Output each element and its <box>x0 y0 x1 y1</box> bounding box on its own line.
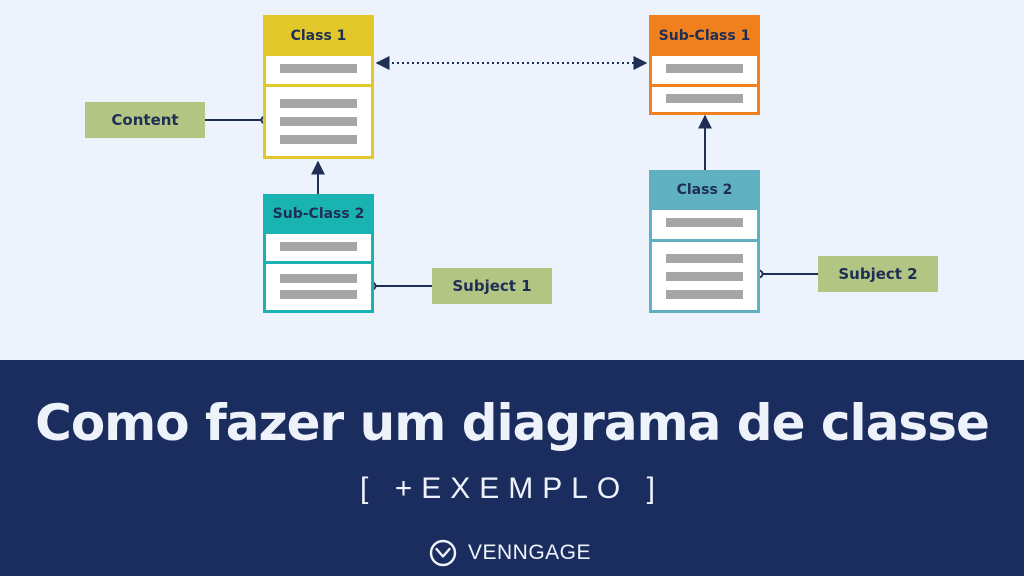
subject2-label: Subject 2 <box>818 256 938 292</box>
venngage-brand-text: VENNGAGE <box>468 541 592 564</box>
class1-title: Class 1 <box>266 18 371 53</box>
page-title: Como fazer um diagrama de classe <box>35 394 990 452</box>
class2-title: Class 2 <box>652 173 757 207</box>
subject1-label: Subject 1 <box>432 268 552 304</box>
subclass1-title: Sub-Class 1 <box>652 18 757 53</box>
subclass1-methods <box>652 84 757 112</box>
subclass2-title: Sub-Class 2 <box>266 197 371 231</box>
subclass2-attributes <box>266 231 371 261</box>
venngage-logo: VENNGAGE <box>428 538 591 568</box>
class2-attributes <box>652 207 757 239</box>
subclass2-box: Sub-Class 2 <box>263 194 374 313</box>
class2-box: Class 2 <box>649 170 760 313</box>
subclass1-box: Sub-Class 1 <box>649 15 760 115</box>
class2-methods <box>652 239 757 310</box>
class1-methods <box>266 84 371 156</box>
subclass2-methods <box>266 261 371 310</box>
venngage-logo-icon <box>429 539 457 567</box>
title-banner <box>0 360 1024 576</box>
subclass1-attributes <box>652 53 757 84</box>
class1-box: Class 1 <box>263 15 374 159</box>
page-subtitle: [ +EXEMPLO ] <box>360 472 664 505</box>
class1-attributes <box>266 53 371 84</box>
content-label: Content <box>85 102 205 138</box>
connector-lines <box>205 56 818 291</box>
